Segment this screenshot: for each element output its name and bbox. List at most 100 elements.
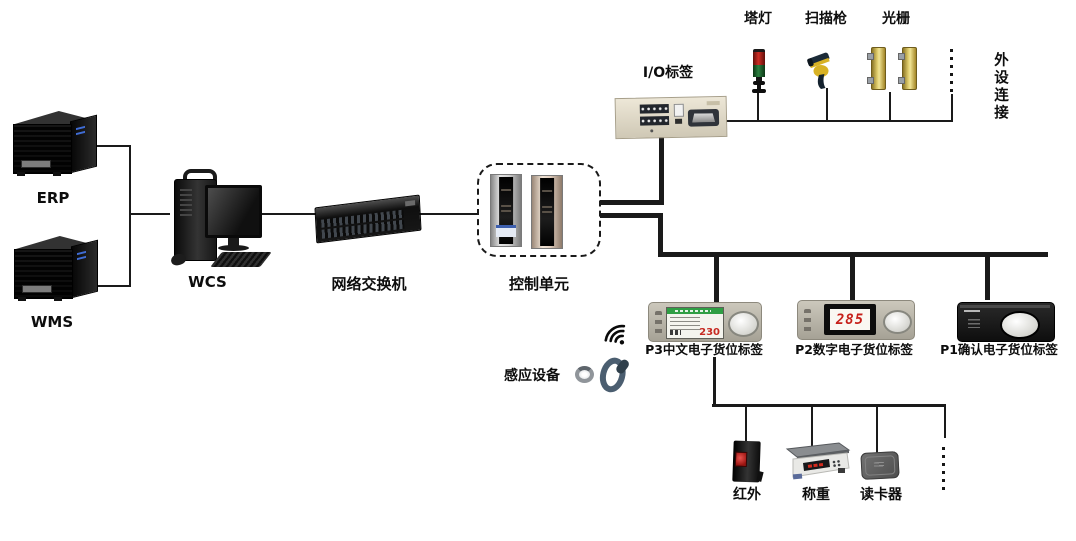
light-curtain-bar-1 [867, 47, 886, 90]
peripheral-bus-end-line [951, 94, 953, 121]
tower-light-cap [753, 49, 765, 52]
barcode-scanner-device [806, 52, 838, 92]
switch-badge [405, 200, 416, 207]
controller-module-1 [490, 174, 522, 247]
confirm-button [1000, 311, 1040, 339]
peripheral-bus-line [725, 120, 953, 122]
p2-shelf-label-device: 285 [797, 300, 915, 340]
keyboard [210, 252, 272, 267]
network-switch-label: 网络交换机 [331, 275, 407, 293]
p3-screen-marks [670, 330, 681, 335]
control-lower-bus [600, 213, 663, 218]
p3-quantity-value: 230 [699, 327, 720, 338]
card-reader-drop-line [876, 406, 878, 454]
component-chip [675, 118, 683, 124]
monitor-base [218, 245, 249, 251]
infrared-label: 红外 [733, 487, 761, 503]
trunk-riser-line [658, 213, 663, 257]
p2-display-frame: 285 [824, 304, 876, 335]
sensing-device-label: 感应设备 [504, 368, 560, 384]
connector-line-wcs-switch [253, 213, 317, 215]
accessory-bus-line [712, 404, 946, 407]
mouse [169, 252, 188, 267]
connector-line-to-wcs [129, 213, 170, 215]
server-side-face [70, 114, 97, 174]
infrared-lens [734, 451, 748, 468]
light-curtain-label: 光栅 [882, 11, 910, 27]
tower-light-drop-line [757, 93, 759, 121]
monitor [205, 185, 262, 238]
tower-handle [183, 169, 217, 186]
light-curtain-bar-2 [898, 47, 917, 90]
p3-screen-header [667, 308, 723, 314]
p2-display: 285 [830, 309, 870, 330]
tower-light-red-segment [753, 52, 765, 65]
panel-sticker [706, 100, 720, 106]
p2-quantity-value: 285 [835, 311, 865, 328]
connector-line-server-junction [129, 145, 131, 287]
ellipsis-dots-accessories [942, 447, 945, 490]
panel-screw [650, 129, 654, 133]
confirm-button [883, 310, 912, 334]
card-reader-marks [873, 461, 885, 469]
tower-vent [180, 189, 192, 219]
p1-top-edge [960, 305, 1050, 308]
wcs-workstation-device [168, 169, 272, 272]
controller-panel [540, 178, 554, 246]
network-switch-device [314, 194, 422, 246]
p3-screen-text-lines [670, 317, 700, 330]
connector-line-erp [93, 145, 130, 147]
p2-drop-line [850, 255, 855, 300]
server-feet [18, 297, 64, 301]
erp-server-device [13, 110, 97, 178]
peripheral-connection-label: 外设连接 [991, 52, 1008, 122]
sensor-wristband [596, 353, 630, 395]
infrared-sensor-device [732, 440, 764, 483]
tower-light-disc [753, 81, 765, 85]
wcs-label: WCS [188, 273, 227, 291]
p3-lcd-screen: 230 [666, 307, 724, 339]
weighing-drop-line [811, 406, 813, 446]
side-keys [804, 309, 811, 333]
ellipsis-dots-peripherals [950, 49, 953, 92]
db-connector-inner [692, 113, 715, 122]
scanner-drop-line [826, 88, 828, 121]
sensor-ring [575, 366, 594, 383]
p3-label: P3中文电子货位标签 [645, 342, 763, 357]
infrared-drop-line [745, 406, 747, 444]
tower-light-base [752, 89, 766, 93]
erp-label: ERP [36, 189, 70, 207]
p1-text-marks [968, 319, 980, 328]
accessory-bus-end-line [944, 406, 946, 438]
io-riser-line [659, 135, 664, 205]
p3-shelf-label-device: 230 [648, 302, 762, 342]
tower-light-green-segment [753, 65, 765, 77]
curtain-drop-line [889, 92, 891, 121]
card-reader-device [860, 451, 900, 480]
switch-body [314, 194, 422, 244]
server-feet [17, 172, 63, 176]
connector-line-switch-control [418, 213, 478, 215]
p1-brand-mark [964, 310, 980, 312]
connector-line-wms [93, 285, 130, 287]
wms-label: WMS [30, 313, 74, 331]
usb-port [673, 103, 684, 117]
control-unit-label: 控制单元 [508, 275, 569, 293]
p1-drop-line [985, 255, 990, 300]
control-unit-group [477, 163, 601, 257]
control-upper-bus [600, 200, 662, 205]
infrared-bracket [756, 471, 764, 482]
io-module-device [614, 95, 728, 140]
server-lcd [22, 285, 52, 293]
tower-light-label: 塔灯 [744, 11, 772, 27]
db-connector [687, 108, 720, 127]
scanner-graphic [807, 52, 830, 89]
monitor-stand [228, 238, 239, 246]
tower-light-stem [757, 85, 761, 89]
controller-label-sticker [496, 225, 516, 237]
controller-module-2 [531, 175, 563, 249]
server-lcd [21, 160, 51, 168]
monitor-screen [208, 188, 259, 235]
wifi-icon [601, 321, 633, 351]
